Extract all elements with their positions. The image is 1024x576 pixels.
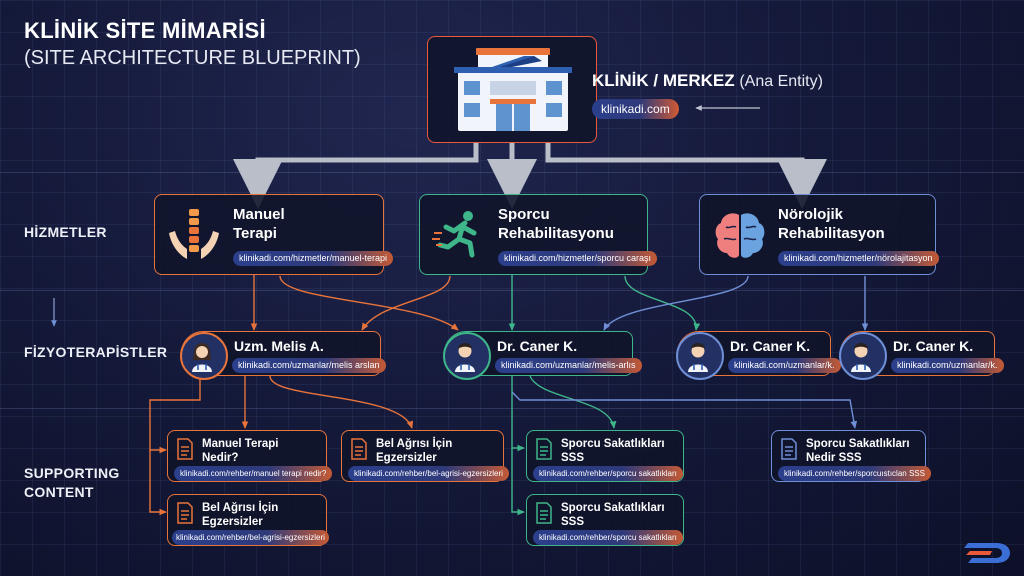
content-url[interactable]: klinikadi.com/rehber/sporcu sakatlıkları xyxy=(533,530,683,545)
page-subtitle: (SITE ARCHITECTURE BLUEPRINT) xyxy=(24,47,361,69)
therapist-url[interactable]: klinikadi.com/uzmanlar/melis arslan xyxy=(232,358,386,373)
therapist-name: Dr. Caner K. xyxy=(497,338,578,354)
content-url[interactable]: klinikadi.com/rehber/manuel terapi nedir… xyxy=(174,466,333,481)
page-title: KLİNİK SİTE MİMARİSİ xyxy=(24,18,266,43)
therapist-node-caner-1[interactable]: Dr. Caner K. klinikadi.com/uzmanlar/meli… xyxy=(443,331,642,380)
brand-logo-icon xyxy=(964,543,1010,563)
avatar xyxy=(443,332,491,380)
therapist-name: Dr. Caner K. xyxy=(893,338,974,354)
avatar xyxy=(839,332,887,380)
document-icon xyxy=(177,502,193,524)
therapist-node-melis[interactable]: Uzm. Melis A. klinikadi.com/uzmanlar/mel… xyxy=(180,331,386,380)
therapist-url[interactable]: klinikadi.com/uzmanlar/melis-arlıs xyxy=(495,358,642,373)
content-url[interactable]: klinikadi.com/rehber/sporcu sakatlıkları xyxy=(533,466,683,481)
hub-url[interactable]: klinikadi.com xyxy=(592,99,679,119)
avatar xyxy=(180,332,228,380)
document-icon xyxy=(781,438,797,460)
therapist-url[interactable]: klinikadi.com/uzmanlar/k. xyxy=(728,358,841,373)
spine-hands-icon xyxy=(169,209,219,259)
hub-node[interactable] xyxy=(427,36,597,143)
male-doctor-icon xyxy=(851,343,871,372)
row-label-therapists: FİZYOTERAPİSTLER xyxy=(24,344,168,360)
therapist-url[interactable]: klinikadi.com/uzmanlar/k. xyxy=(891,358,1004,373)
document-icon xyxy=(177,438,193,460)
document-icon xyxy=(351,438,367,460)
therapist-name: Uzm. Melis A. xyxy=(234,338,324,354)
service-url[interactable]: klinikadi.com/hizmetler/manuel-terapi xyxy=(233,251,394,266)
therapist-node-caner-2[interactable]: Dr. Caner K. klinikadi.com/uzmanlar/k. xyxy=(676,331,841,380)
avatar xyxy=(676,332,724,380)
therapist-node-caner-3[interactable]: Dr. Caner K. klinikadi.com/uzmanlar/k. xyxy=(839,331,1004,380)
brain-icon xyxy=(715,213,765,258)
hub-title-text: KLİNİK / MERKEZ xyxy=(592,71,735,90)
service-url[interactable]: klinikadi.com/hizmetler/sporcu caraşı xyxy=(498,251,658,266)
row-label-supporting: SUPPORTING xyxy=(24,465,120,481)
document-icon xyxy=(536,502,552,524)
hub-title: KLİNİK / MERKEZ (Ana Entity) xyxy=(592,71,823,91)
content-url[interactable]: klinikadi.com/rehber/sporcuıstıclan SSS xyxy=(778,466,931,481)
hub-subtitle: (Ana Entity) xyxy=(739,73,823,90)
row-label-services: HİZMETLER xyxy=(24,224,107,240)
runner-icon xyxy=(432,211,477,258)
female-doctor-icon xyxy=(192,343,212,372)
male-doctor-icon xyxy=(455,343,475,372)
service-url[interactable]: klinikadi.com/hizmetler/nörolajitasyon xyxy=(778,251,939,266)
document-icon xyxy=(536,438,552,460)
male-doctor-icon xyxy=(688,343,708,372)
row-label-content: CONTENT xyxy=(24,484,94,500)
content-url[interactable]: klinikadi.com/rehber/bel-agrisi-egzersiz… xyxy=(172,530,329,545)
clinic-building-icon xyxy=(454,48,572,131)
content-url[interactable]: klinikadi.com/rehber/bel-agrisi-egzersiz… xyxy=(348,466,509,481)
therapist-name: Dr. Caner K. xyxy=(730,338,811,354)
